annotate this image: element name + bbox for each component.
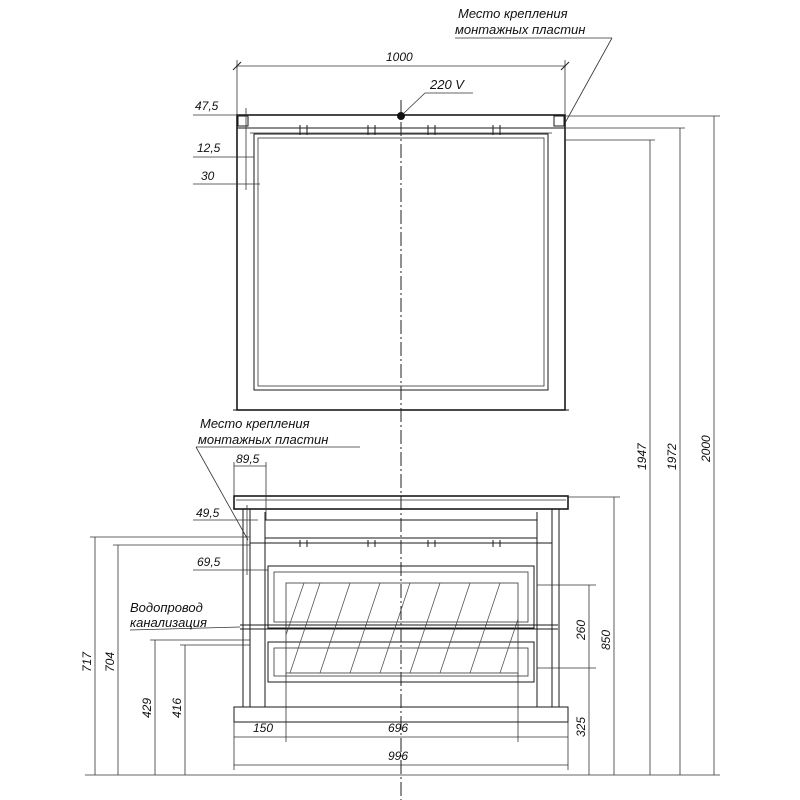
vanity-unit: [233, 495, 596, 723]
dim-text-150: 150: [253, 721, 273, 735]
mirror-mount-marks: [299, 125, 501, 135]
dim-text-12-5: 12,5: [197, 141, 221, 155]
vanity-mount-marks: [299, 540, 501, 547]
vanity-plinth: [233, 706, 569, 723]
dim-text-1972: 1972: [665, 443, 679, 470]
label-pipes-1: Водопровод: [130, 600, 203, 615]
leader-mid: [195, 446, 249, 541]
label-pipes-2: канализация: [130, 615, 207, 630]
dim-text-69-5: 69,5: [197, 555, 221, 569]
dim-text-260: 260: [574, 620, 588, 641]
dim-text-850: 850: [599, 630, 613, 650]
vanity-top-rail: [264, 519, 538, 539]
dim-left-heights: [90, 536, 250, 775]
dim-bottom: [233, 673, 569, 770]
drawer-top-panel: [273, 571, 529, 623]
drawer-bottom-panel: [273, 647, 529, 677]
dim-text-47-5: 47,5: [195, 99, 219, 113]
dim-text-416: 416: [170, 698, 184, 718]
dim-text-696: 696: [388, 721, 408, 735]
dim-text-49-5: 49,5: [196, 506, 220, 520]
dim-text-2000: 2000: [699, 435, 713, 463]
dim-text-89-5: 89,5: [236, 452, 260, 466]
label-mount-mid-2: монтажных пластин: [198, 432, 328, 447]
dim-text-1947: 1947: [635, 442, 649, 470]
dim-text-1000: 1000: [386, 50, 413, 64]
mount-plate-left: [237, 115, 249, 127]
drawer-bottom: [267, 641, 535, 683]
dim-text-429: 429: [140, 698, 154, 718]
mount-plate-right: [553, 115, 565, 127]
leader-pipes: [129, 626, 241, 631]
label-mount-top-1: Место крепления: [458, 6, 568, 21]
dim-text-30: 30: [201, 169, 215, 183]
pipe-area: [285, 582, 519, 674]
dim-text-717: 717: [80, 651, 94, 672]
dim-left-mirror: [193, 108, 260, 190]
dim-left-vanity: [193, 462, 268, 575]
leader-top: [564, 37, 613, 124]
dim-text-325: 325: [574, 717, 588, 737]
dim-text-996: 996: [388, 749, 408, 763]
pipe-area-hatch: [285, 582, 519, 674]
drawer-top: [267, 565, 535, 629]
dim-text-704: 704: [103, 652, 117, 672]
label-mount-mid-1: Место крепления: [200, 416, 310, 431]
label-mount-top-2: монтажных пластин: [455, 22, 585, 37]
dim-mirror-width: [232, 60, 570, 116]
leader-voltage: [403, 92, 426, 114]
label-voltage: 220 V: [429, 77, 465, 92]
dim-right-vanity: [568, 496, 620, 775]
power-outlet-point: [397, 112, 405, 120]
